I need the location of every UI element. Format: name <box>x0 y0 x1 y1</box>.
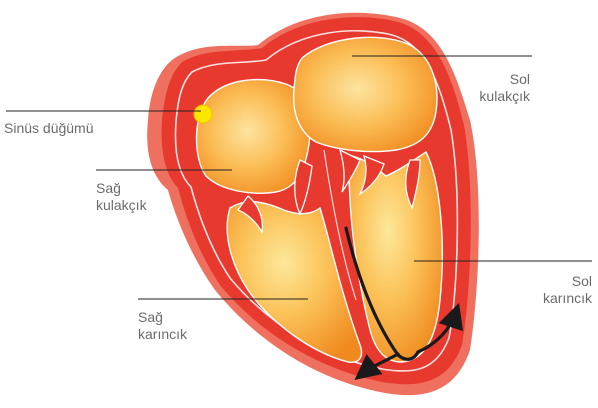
label-right-atrium: Sağ kulakçık <box>96 180 147 214</box>
label-left-atrium-line1: Sol <box>460 71 530 88</box>
label-right-ventricle: Sağ karıncık <box>138 309 187 343</box>
label-left-ventricle-line1: Sol <box>516 273 592 290</box>
label-sinus-node-text: Sinüs düğümü <box>4 120 94 137</box>
sinus-node-dot <box>194 105 212 123</box>
label-right-ventricle-line1: Sağ <box>138 309 187 326</box>
label-right-atrium-line2: kulakçık <box>96 197 147 214</box>
label-left-atrium-line2: kulakçık <box>460 88 530 105</box>
label-sinus-node: Sinüs düğümü <box>4 120 94 137</box>
label-left-atrium: Sol kulakçık <box>460 71 530 105</box>
label-right-atrium-line1: Sağ <box>96 180 147 197</box>
label-left-ventricle: Sol karıncık <box>516 273 592 307</box>
left-atrium-chamber <box>294 37 437 151</box>
label-right-ventricle-line2: karıncık <box>138 326 187 343</box>
label-left-ventricle-line2: karıncık <box>516 290 592 307</box>
